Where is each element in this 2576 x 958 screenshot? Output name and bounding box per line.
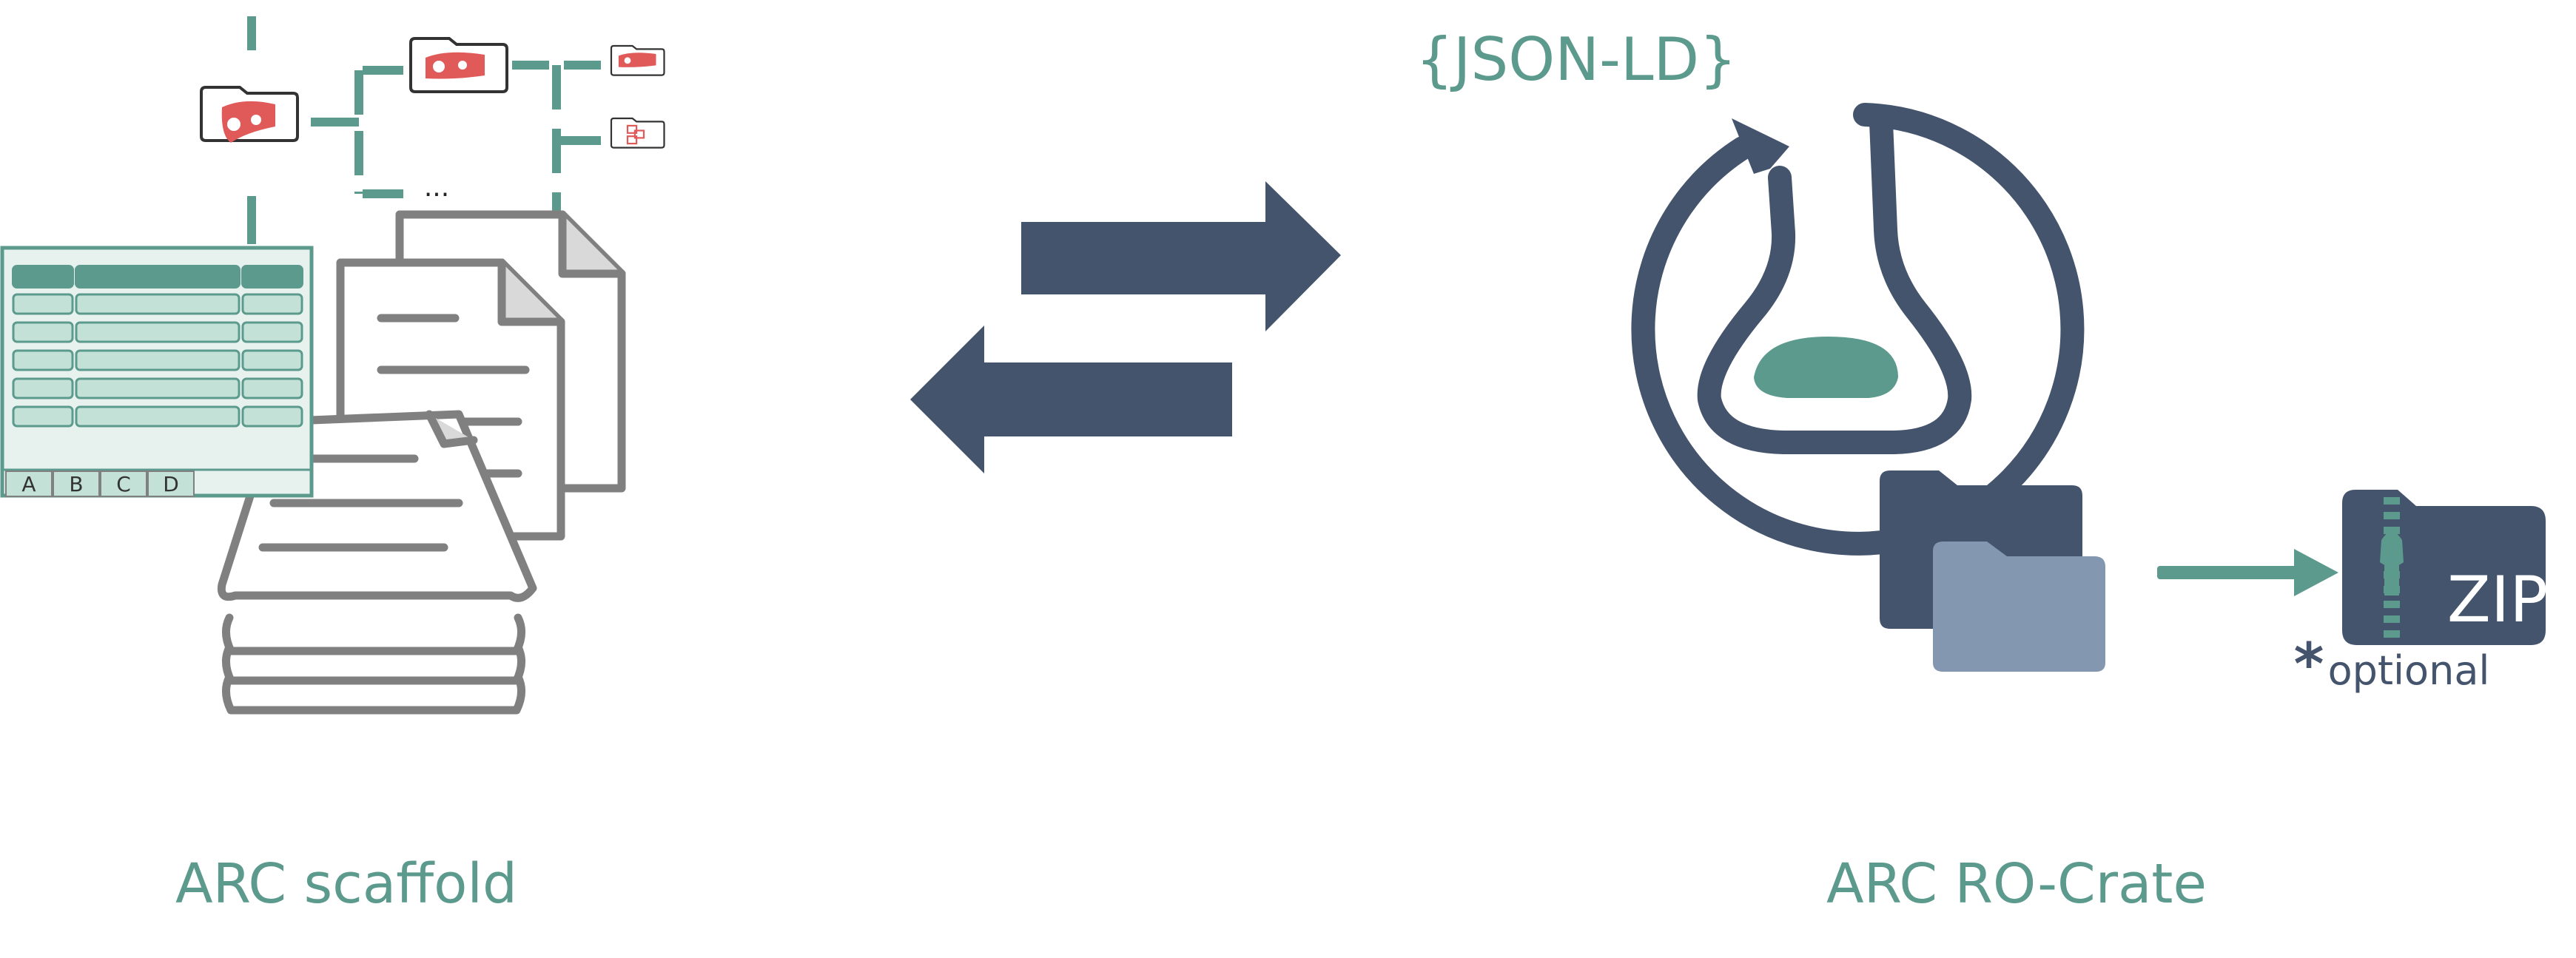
sheet-tab-label: A [21,472,36,496]
sheet-cell [12,377,74,399]
right-arrow [1021,181,1341,331]
sheet-cell [75,349,241,371]
sheet-cell [12,293,74,315]
bidirectional-arrows-icon [910,181,1341,473]
sheet-cell [75,293,241,315]
sheet-tab [53,470,100,497]
ro-crate-flask-icon [1631,103,2085,556]
optional-label: optional [2328,647,2490,694]
document-stack-icon [217,210,626,715]
arc-scaffold-caption: ARC scaffold [175,852,517,916]
sheet-cell [75,377,241,399]
sheet-cell [241,321,303,343]
arc-ro-crate-caption: ARC RO-Crate [1826,852,2207,916]
sheet-cell [12,405,74,428]
sheet-cell [241,405,303,428]
sheet-cell [12,349,74,371]
folders-icon [1880,470,2105,672]
sheet-cell [12,321,74,343]
json-ld-label: {JSON-LD} [1416,25,1737,94]
to-zip-arrow [2157,549,2338,596]
sub-folder-icon [409,37,508,93]
sheet-tab [147,470,195,497]
sheet-cell [241,349,303,371]
sheet-cell [241,377,303,399]
sheet-tab-label: B [69,472,83,496]
tree-ellipsis: ... [424,172,449,203]
sheet-tab [5,470,53,497]
sheet-tab [100,470,147,497]
zip-folder-icon: ZIP [2342,490,2548,645]
sheet-cell [75,405,241,428]
optional-star: * [2294,632,2324,698]
sheet-tab-label: D [163,472,179,496]
leaf-folder-icon [610,44,665,76]
root-folder-icon [200,86,299,143]
spreadsheet-icon: A B C D [0,246,314,498]
left-arrow [910,325,1232,473]
zip-label: ZIP [2447,563,2548,637]
sheet-cell [241,293,303,315]
folder-tree-icon: ... [200,16,665,244]
sheet-tab-label: C [116,472,131,496]
leaf-folder-icon [610,117,665,149]
sheet-cell [75,321,241,343]
